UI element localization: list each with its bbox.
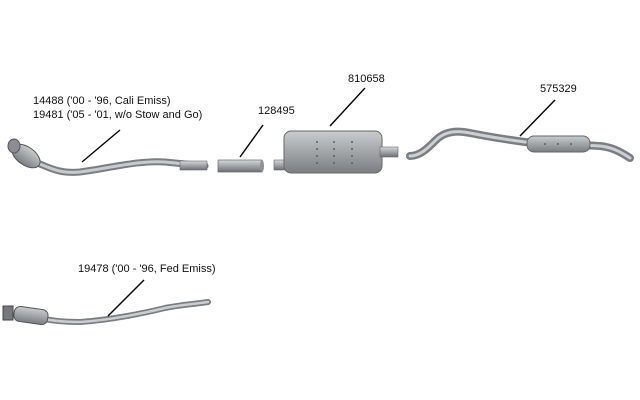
catalytic-converter-fed: [2, 305, 49, 326]
label-connector-pipe: 128495: [258, 104, 295, 118]
front-pipe-fed-image: [2, 299, 211, 326]
label-line: 14488 ('00 - '96, Cali Emiss): [33, 95, 171, 107]
label-line: 810658: [348, 73, 385, 85]
leader-lines: [81, 87, 556, 317]
muffler-image: [273, 130, 399, 174]
leader-connector-pipe: [239, 124, 264, 158]
tailpipe-resonator-image: [406, 127, 634, 162]
leader-front-pipe-fed: [107, 279, 145, 317]
label-line: 19478 ('00 - '96, Fed Emiss): [78, 263, 216, 275]
catalytic-converter: [7, 138, 41, 169]
connector-pipe-image: [217, 159, 264, 173]
label-front-pipe-fed: 19478 ('00 - '96, Fed Emiss): [78, 262, 215, 276]
label-line: 128495: [258, 105, 295, 117]
label-tailpipe-resonator: 575329: [540, 82, 577, 96]
label-front-pipe-cali: 14488 ('00 - '96, Cali Emiss) 19481 ('05…: [33, 94, 202, 122]
label-muffler: 810658: [348, 72, 385, 86]
front-pipe-cali-image: [7, 138, 209, 176]
label-line: 19481 ('05 - '01, w/o Stow and Go): [33, 109, 203, 121]
leader-muffler: [329, 87, 366, 127]
leader-front-pipe-cali: [81, 129, 121, 163]
label-line: 575329: [540, 83, 577, 95]
leader-tailpipe-resonator: [519, 99, 556, 137]
